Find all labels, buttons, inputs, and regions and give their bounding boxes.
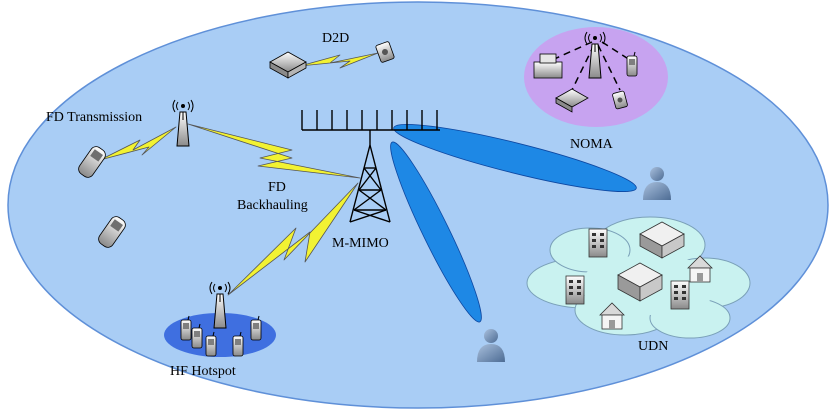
noma-label: NOMA xyxy=(570,137,614,152)
fd-backhauling-label-line1: FD xyxy=(268,180,286,195)
noma-phone-icon xyxy=(612,90,628,110)
hf-backhaul-link xyxy=(227,182,359,296)
flip-phone-icon xyxy=(78,146,106,178)
fd-transmission-link xyxy=(99,126,177,161)
d2d-phone-icon xyxy=(375,41,395,63)
beam-to-bottom-user xyxy=(390,141,482,323)
m-mimo-label: M-MIMO xyxy=(332,236,389,251)
fd-backhauling-link xyxy=(187,123,361,179)
d2d-scanner-icon xyxy=(269,51,307,79)
noma-scanner-icon xyxy=(555,88,589,113)
noma-printer-icon xyxy=(533,53,563,79)
fd-transmission-label: FD Transmission xyxy=(46,110,142,125)
udn-label: UDN xyxy=(638,339,668,354)
d2d-label: D2D xyxy=(322,31,349,46)
m-mimo-tower xyxy=(301,110,440,223)
hf-hotspot-label: HF Hotspot xyxy=(170,364,236,379)
noma-links xyxy=(551,41,631,91)
beam-to-noma-user xyxy=(393,124,637,192)
udn-buildings xyxy=(565,221,713,330)
flip-phone-icon xyxy=(98,216,126,248)
fd-backhauling-label-line2: Backhauling xyxy=(237,198,308,213)
